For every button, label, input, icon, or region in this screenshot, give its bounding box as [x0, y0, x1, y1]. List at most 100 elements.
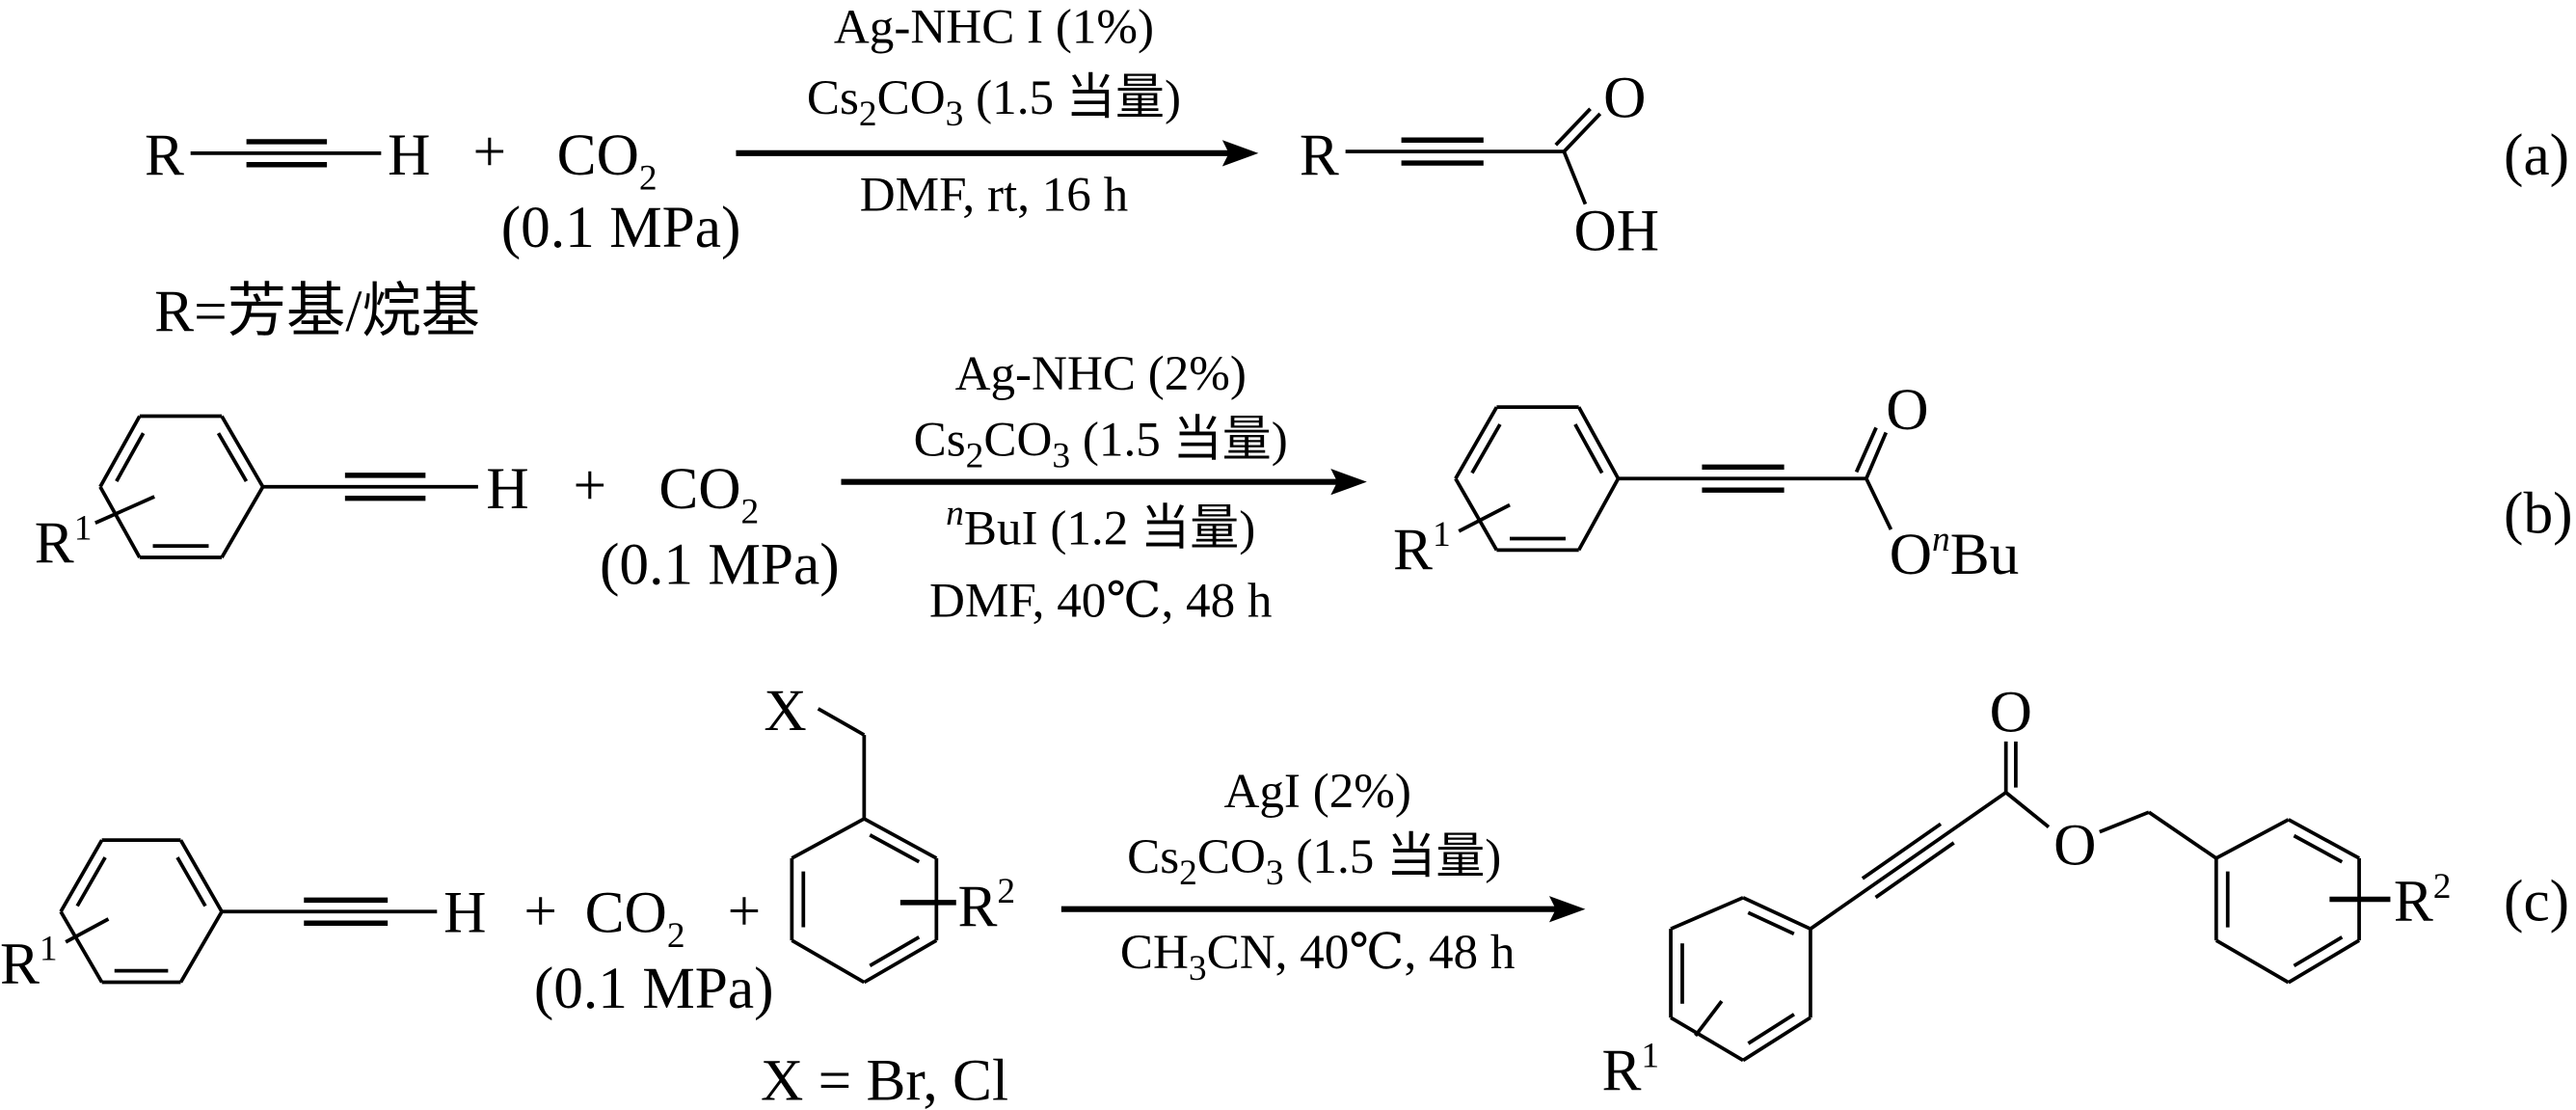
alkylating-agent-condition: nBuI (1.2 当量): [946, 494, 1255, 555]
ring-bond: [2287, 818, 2360, 860]
r2-label: R2: [2394, 867, 2452, 934]
ring-bond: [2214, 818, 2290, 860]
ring-double-bond: [75, 856, 107, 907]
plus-sign: +: [728, 879, 762, 944]
hydroxyl-label: OH: [1574, 198, 1660, 263]
solvent-condition: CH3CN, 40℃, 48 h: [1120, 925, 1516, 988]
r1-label: R1: [35, 508, 93, 576]
alkyne-triple-bond: [222, 897, 438, 926]
r-definition: R=芳基/烷基: [154, 279, 480, 344]
co2-label: CO2: [585, 880, 685, 956]
arrow-head-icon: [1330, 469, 1367, 496]
catalyst-condition: Ag-NHC I (1%): [834, 0, 1154, 55]
co2-label: CO2: [658, 456, 759, 531]
base-condition: Cs2CO3 (1.5 当量): [914, 412, 1288, 475]
reaction-arrow: [1060, 896, 1586, 923]
benzene-ring: [2214, 818, 2361, 985]
product-r-label: R: [1300, 122, 1339, 188]
ring-double-bond: [869, 833, 921, 864]
reaction-arrow: [841, 469, 1367, 496]
ring-bond: [59, 839, 104, 913]
alkyne-triple-bond: [262, 473, 478, 501]
benzene-ring: [98, 414, 265, 559]
ch2-x-bond: [817, 707, 866, 737]
ring-bond: [178, 839, 224, 913]
reactant-r-label: R: [145, 122, 184, 188]
alkyne-triple-bond: [190, 139, 382, 168]
halide-x-label: X: [764, 678, 806, 744]
ring-double-bond: [115, 432, 146, 482]
ring-bond: [59, 910, 104, 984]
arrow-head-icon: [1221, 140, 1259, 167]
ring-bond: [98, 485, 142, 558]
alkyne-triple-bond: [1809, 791, 2007, 931]
reaction-b: R1 H + CO2 (0.1 MPa) Ag-NHC (2%) Cs2CO3 …: [35, 346, 2573, 628]
ring-bond: [791, 938, 866, 985]
ring-bond: [1576, 477, 1621, 552]
r1-label: R1: [1393, 515, 1451, 582]
reaction-tag-c: (c): [2504, 869, 2569, 934]
carbonyl-o-label: O: [1603, 65, 1646, 130]
r1-label: R1: [1601, 1036, 1659, 1103]
ring-bond: [1670, 896, 1744, 931]
terminal-h-label: H: [388, 122, 430, 188]
reaction-tag-a: (a): [2504, 122, 2569, 188]
ring-bond: [1742, 896, 1811, 931]
ring-double-bond: [869, 935, 921, 967]
benzene-ring: [59, 838, 224, 985]
plus-sign: +: [523, 879, 557, 944]
ring-bond: [98, 415, 142, 488]
alkyne-bond: [1874, 841, 1955, 900]
ester-skeleton: [2003, 741, 2217, 860]
catalyst-condition: Ag-NHC (2%): [955, 346, 1247, 401]
reaction-arrow: [736, 140, 1259, 167]
carbonyl-o-label: O: [1990, 680, 2032, 745]
ring-bond: [1670, 1015, 1744, 1063]
plus-sign: +: [573, 453, 606, 519]
r1-substituent-bond: [94, 495, 155, 525]
ring-bond: [1454, 406, 1499, 480]
ring-double-bond: [1573, 423, 1604, 474]
alkyne-bond: [1861, 822, 1943, 880]
benzyl-halide-ring: [790, 817, 939, 985]
base-condition: Cs2CO3 (1.5 当量): [807, 70, 1181, 134]
ring-bond: [1742, 1015, 1811, 1063]
base-condition: Cs2CO3 (1.5 当量): [1127, 829, 1501, 893]
r1-label: R1: [0, 930, 58, 997]
catalyst-condition: AgI (2%): [1223, 764, 1410, 819]
reaction-c: R1 H + CO2 + (0.1 MPa) X R2 X = Br, Cl A…: [0, 678, 2569, 1110]
ring-bond: [1454, 477, 1499, 552]
ring-bond: [1576, 406, 1621, 480]
r1-substituent-bond: [1694, 1000, 1724, 1038]
ring-bond: [220, 415, 265, 488]
ring-bond: [863, 817, 938, 860]
benzene-ring: [1669, 896, 1812, 1063]
plus-sign: +: [473, 120, 507, 185]
reaction-a: R H + CO2 (0.1 MPa) R=芳基/烷基 Ag-NHC I (1%…: [145, 0, 2569, 344]
pressure-label: (0.1 MPa): [501, 195, 741, 260]
co2-label: CO2: [557, 122, 657, 198]
terminal-h-label: H: [443, 880, 486, 946]
ring-bond: [220, 485, 265, 558]
benzene-ring: [1454, 405, 1621, 553]
ring-double-bond: [2293, 935, 2344, 968]
ring-double-bond: [216, 432, 249, 482]
ring-bond: [791, 817, 866, 860]
carbonyl-o-label: O: [1886, 377, 1928, 443]
ring-double-bond: [1747, 1013, 1795, 1045]
ring-bond: [178, 910, 224, 984]
butyl-ester-label: OnBu: [1890, 520, 2020, 587]
r1-substituent-bond: [65, 917, 110, 944]
ring-double-bond: [2293, 833, 2344, 864]
terminal-h-label: H: [486, 456, 528, 522]
ring-double-bond: [1470, 423, 1502, 474]
product-skeleton: [1618, 426, 1893, 530]
solvent-condition: DMF, rt, 16 h: [860, 167, 1128, 222]
pressure-label: (0.1 MPa): [534, 956, 774, 1021]
ring-bond: [2214, 938, 2290, 985]
r1-substituent-bond: [1458, 502, 1511, 533]
ring-double-bond: [1747, 910, 1795, 936]
ring-double-bond: [175, 856, 207, 907]
product-skeleton: [1345, 107, 1602, 205]
